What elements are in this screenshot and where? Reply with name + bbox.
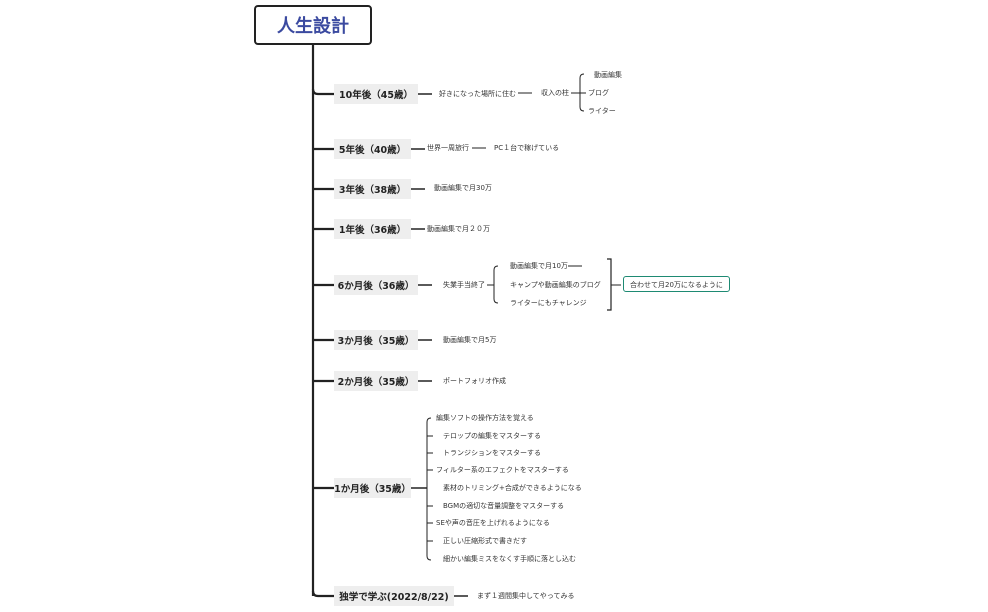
leaf-skill-transition[interactable]: トランジションをマスターする	[443, 449, 541, 457]
branch-node-10-years[interactable]: 10年後（45歳）	[334, 84, 418, 104]
leaf-writer-challenge[interactable]: ライターにもチャレンジ	[510, 299, 587, 307]
leaf-camp-video-blog[interactable]: キャンプや動画編集のブログ	[510, 281, 601, 289]
branch-node-2-months[interactable]: 2か月後（35歳）	[334, 371, 418, 391]
leaf-world-trip[interactable]: 世界一周旅行	[427, 144, 469, 152]
leaf-blog[interactable]: ブログ	[588, 89, 609, 97]
leaf-video-50k[interactable]: 動画編集で月5万	[443, 336, 497, 344]
leaf-video-editing[interactable]: 動画編集	[594, 71, 622, 79]
leaf-focus-one-week[interactable]: まず１週間集中してやってみる	[477, 592, 575, 600]
root-node-title[interactable]: 人生設計	[254, 5, 372, 45]
leaf-video-100k[interactable]: 動画編集で月10万	[510, 262, 568, 270]
leaf-income-pillars[interactable]: 収入の柱	[541, 89, 569, 97]
branch-node-self-study[interactable]: 独学で学ぶ(2022/8/22)	[334, 586, 454, 606]
leaf-skill-telop[interactable]: テロップの編集をマスターする	[443, 432, 541, 440]
branch-node-3-years[interactable]: 3年後（38歳）	[334, 179, 411, 199]
branch-node-5-years[interactable]: 5年後（40歳）	[334, 139, 411, 159]
leaf-portfolio[interactable]: ポートフォリオ作成	[443, 377, 506, 385]
leaf-skill-filter[interactable]: フィルター系のエフェクトをマスターする	[436, 466, 569, 474]
summary-total-200k[interactable]: 合わせて月20万になるように	[623, 276, 730, 292]
branch-node-3-months[interactable]: 3か月後（35歳）	[334, 330, 418, 350]
branch-node-6-months[interactable]: 6か月後（36歳）	[334, 275, 418, 295]
leaf-skill-no-mistakes[interactable]: 細かい編集ミスをなくす手順に落とし込む	[443, 555, 576, 563]
leaf-skill-trimming[interactable]: 素材のトリミング+合成ができるようになる	[443, 484, 582, 492]
branch-node-1-month[interactable]: 1か月後（35歳）	[334, 478, 411, 498]
leaf-skill-bgm[interactable]: BGMの適切な音量調整をマスターする	[443, 502, 565, 510]
leaf-writer[interactable]: ライター	[588, 107, 616, 115]
leaf-earn-with-pc[interactable]: PC１台で稼げている	[494, 144, 560, 152]
leaf-skill-software[interactable]: 編集ソフトの操作方法を覚える	[436, 414, 534, 422]
leaf-skill-se-voice[interactable]: SEや声の音圧を上げれるようになる	[436, 519, 550, 527]
leaf-video-300k[interactable]: 動画編集で月30万	[434, 184, 492, 192]
branch-node-1-year[interactable]: 1年後（36歳）	[334, 219, 411, 239]
leaf-video-200k[interactable]: 動画編集で月２０万	[427, 225, 490, 233]
leaf-unemployment-end[interactable]: 失業手当終了	[443, 281, 485, 289]
leaf-live-favorite-place[interactable]: 好きになった場所に住む	[439, 90, 516, 98]
leaf-skill-export[interactable]: 正しい圧縮形式で書きだす	[443, 537, 527, 545]
